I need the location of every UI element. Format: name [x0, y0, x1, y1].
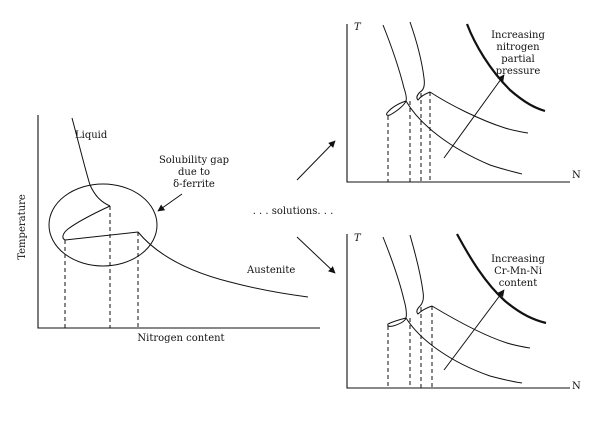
top-curve-2-liquidus [409, 21, 425, 93]
gap-note-line-1: Solubility gap [159, 155, 229, 166]
bottom-curve-2-liquidus [409, 234, 424, 307]
top-plot-y-label: T [354, 22, 362, 33]
x-axis-label: Nitrogen content [137, 333, 224, 344]
top-increase-arrow [443, 74, 505, 159]
y-axis-label: Temperature [17, 194, 28, 260]
solutions-text: . . . solutions. . . [253, 206, 334, 217]
top-curve-1-gap [386, 100, 407, 116]
top-plot: T N Increasing nitrogen partial pressure [346, 21, 581, 183]
gap-lower-curve [62, 205, 111, 241]
bottom-curve-2-austenite [431, 305, 531, 349]
main-axes [37, 115, 320, 329]
top-note-line-2: nitrogen [496, 42, 540, 53]
arrow-to-bottom-plot [296, 236, 336, 274]
bottom-curve-1-gap [387, 317, 407, 327]
austenite-curve [137, 231, 309, 298]
austenite-label: Austenite [246, 265, 295, 276]
top-curve-1-austenite [405, 100, 523, 175]
top-plot-x-label: N [572, 170, 581, 181]
bottom-curve-1-austenite [405, 317, 523, 384]
connector-group: . . . solutions. . . [253, 140, 336, 274]
gap-note-line-3: δ-ferrite [173, 179, 215, 190]
bottom-curve-bold [456, 233, 547, 325]
top-curve-2-gap [416, 91, 431, 101]
arrow-to-top-plot [296, 140, 336, 181]
gap-note-arrow [157, 193, 183, 212]
top-curve-2-austenite [429, 91, 529, 134]
top-curve-bold [465, 23, 546, 113]
solubility-gap-ellipse [48, 183, 158, 267]
bottom-note-line-2: Cr-Mn-Ni [494, 266, 542, 277]
liquid-label: Liquid [75, 130, 108, 141]
top-curve-1-liquidus [382, 24, 407, 102]
top-plot-axes [346, 24, 570, 183]
bottom-increase-arrow [443, 289, 505, 371]
bottom-plot-y-label: T [354, 233, 362, 244]
gap-note-line-2: due to [178, 167, 210, 178]
bottom-curve-2-gap [416, 305, 433, 315]
gap-upper-curve [64, 231, 139, 241]
bottom-note-line-1: Increasing [491, 254, 545, 265]
top-note-line-4: pressure [496, 66, 541, 77]
bottom-plot: T N Increasing Cr-Mn-Ni content [346, 233, 581, 392]
bottom-plot-x-label: N [572, 381, 581, 392]
top-note-line-1: Increasing [491, 30, 545, 41]
bottom-note-line-3: content [499, 278, 537, 289]
main-phase-diagram: Temperature Nitrogen content Liquid Aust… [17, 115, 320, 344]
bottom-plot-axes [346, 234, 570, 389]
bottom-curve-1-liquidus [382, 236, 407, 319]
top-note-line-3: partial [501, 54, 535, 65]
